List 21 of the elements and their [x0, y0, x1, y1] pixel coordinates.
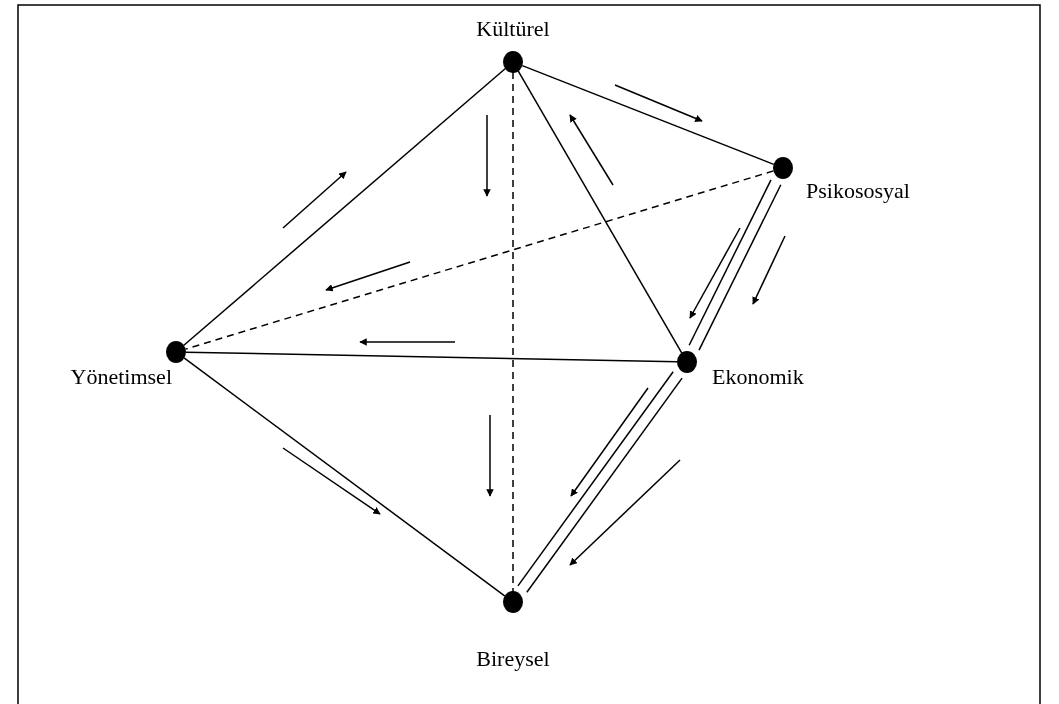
- node-label: Kültürel: [476, 18, 550, 40]
- dashed-line: [512, 71, 514, 593]
- connector-line: [688, 179, 772, 346]
- connector-line: [185, 351, 678, 363]
- connector-line: [526, 377, 683, 594]
- dashed-line: [184, 170, 775, 350]
- node-dot: [166, 341, 186, 363]
- connector-line: [517, 371, 674, 587]
- connector-line: [517, 69, 683, 355]
- node-dot: [773, 157, 793, 179]
- connector-line: [183, 357, 506, 597]
- node-dot: [503, 591, 523, 613]
- node-label: Bireysel: [476, 648, 550, 670]
- connector-line: [182, 67, 507, 347]
- node-label: Psikososyal: [806, 180, 910, 202]
- connector-line: [521, 64, 775, 166]
- node-dot: [503, 51, 523, 73]
- node-dot: [677, 351, 697, 373]
- node-label: Yönetimsel: [70, 366, 172, 388]
- node-label: Ekonomik: [712, 366, 804, 388]
- connector-line: [698, 184, 782, 351]
